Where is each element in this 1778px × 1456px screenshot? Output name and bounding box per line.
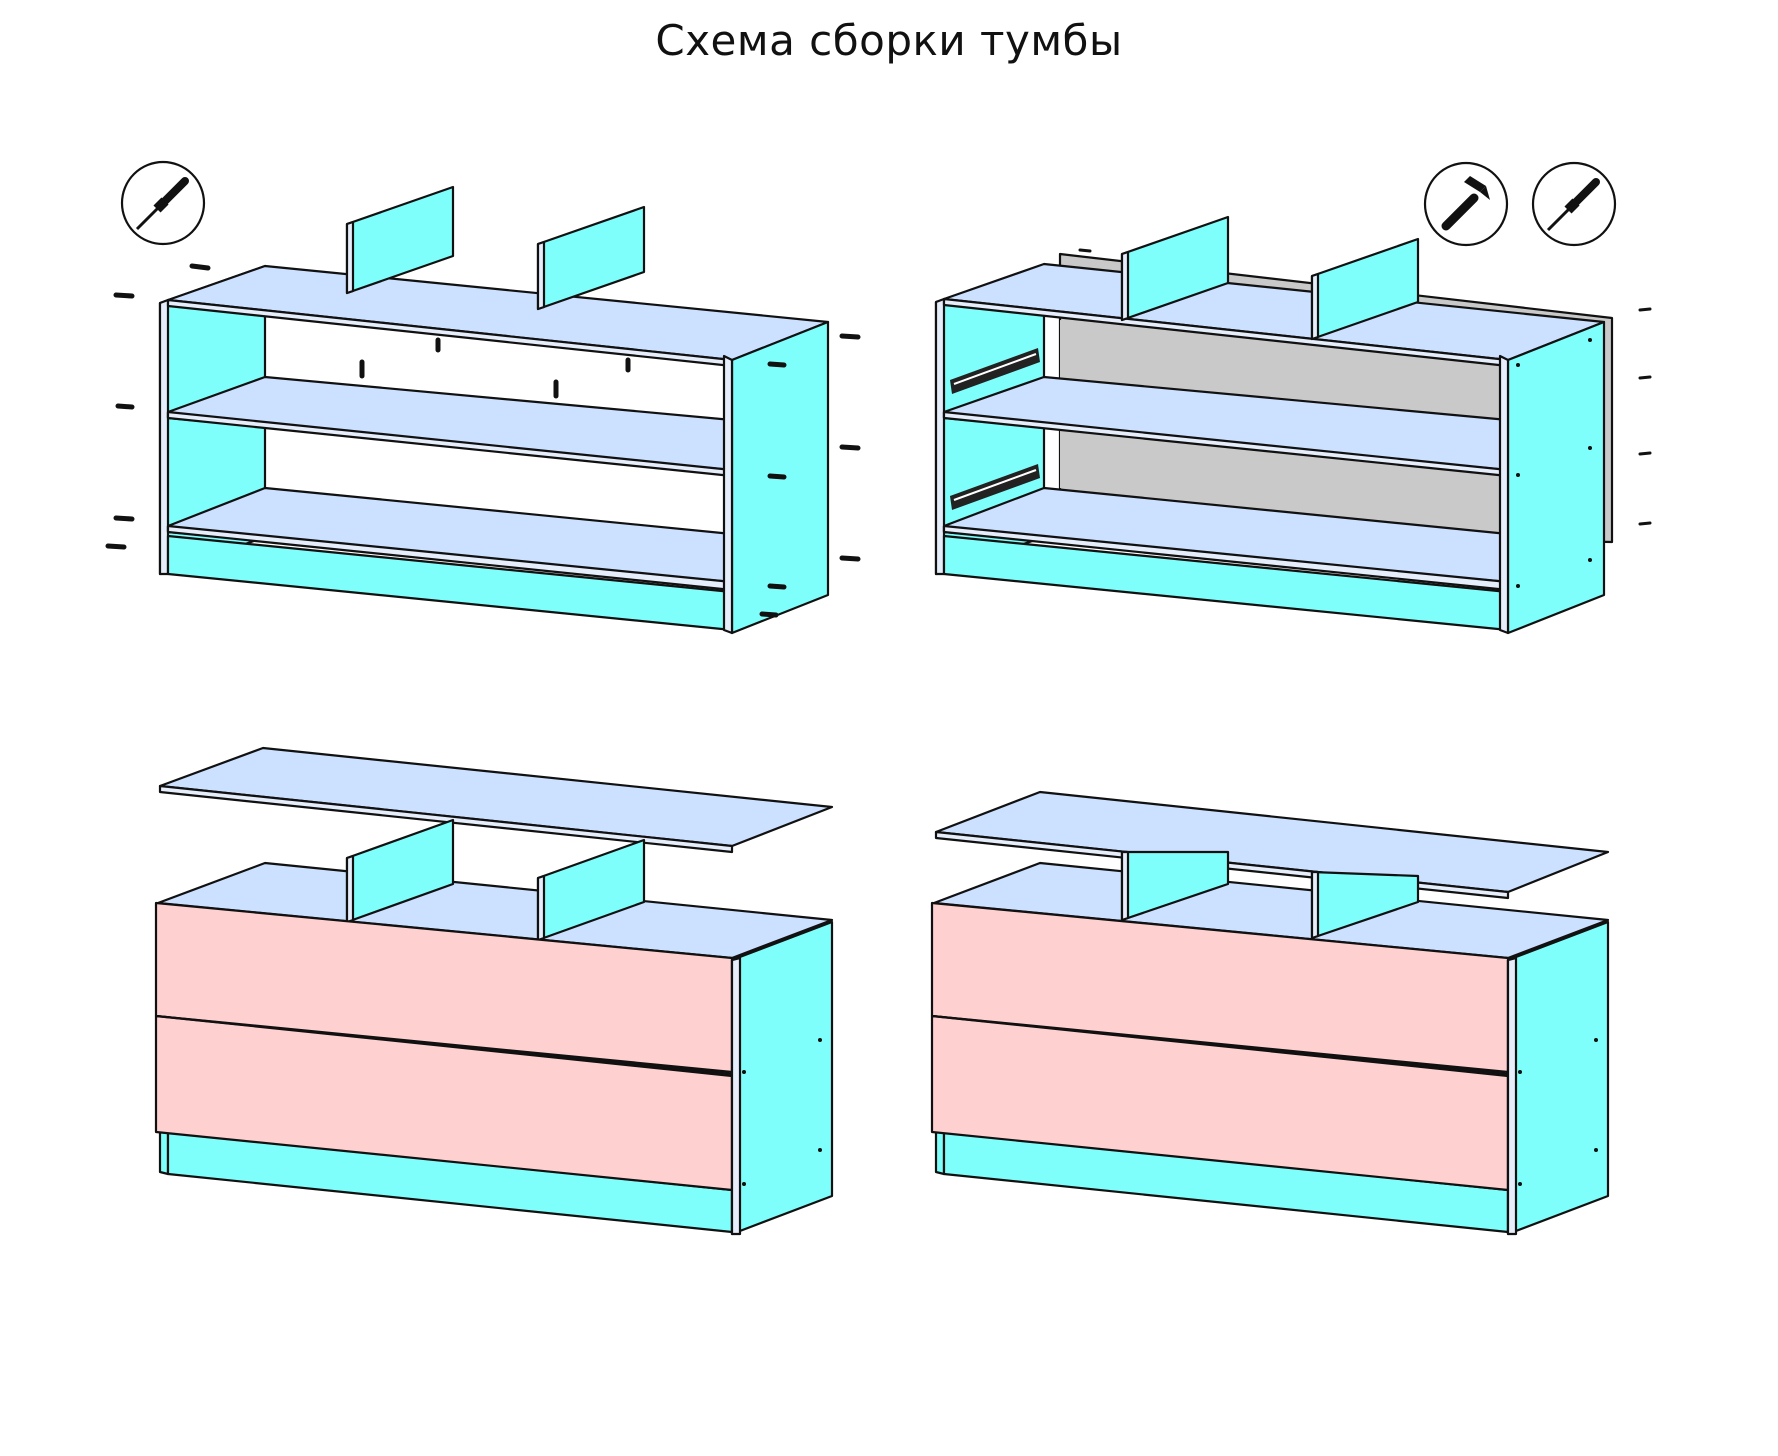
step-4-final [930, 790, 1610, 1236]
screwdriver-icon [120, 160, 206, 246]
screw-dots-step-3 [742, 1038, 822, 1186]
screw-dots-step-4 [1518, 1038, 1598, 1186]
page-title: Схема сборки тумбы [655, 16, 1123, 65]
step-3-drawers-and-top [154, 746, 834, 1236]
drawer-rail [950, 348, 1040, 394]
screw-dots-step-2 [1516, 338, 1592, 588]
drawer-rail [950, 464, 1040, 510]
screwdriver-icon [1531, 161, 1617, 247]
step-2-back-and-rails [934, 161, 1652, 635]
hammer-icon [1423, 161, 1509, 247]
dowels-step-1 [105, 263, 861, 618]
step-1-carcass [105, 160, 861, 635]
nails-step-2 [1078, 248, 1652, 526]
